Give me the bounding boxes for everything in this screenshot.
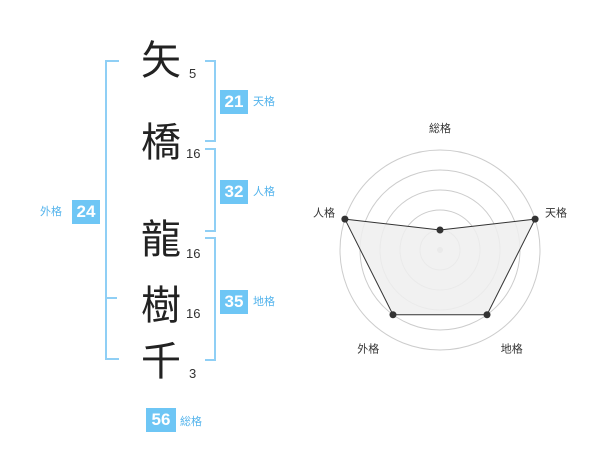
radar-point-5: [341, 215, 349, 223]
tenkaku-value-badge: 21: [220, 90, 248, 114]
name-char-5: 千: [141, 339, 181, 385]
name-char-3: 龍: [141, 217, 181, 263]
radar-grid-ring: [339, 149, 541, 351]
chikaku-value-badge: 35: [220, 290, 248, 314]
name-char-4: 樹: [141, 283, 181, 329]
chikaku-label: 地格: [253, 295, 275, 308]
chikaku-bracket: [205, 237, 216, 361]
stroke-count-3: 16: [186, 246, 201, 261]
tenkaku-label: 天格: [253, 95, 275, 108]
radar-axis-label: 地格: [501, 342, 523, 356]
soukaku-value-badge: 56: [146, 408, 176, 432]
radar-series-polygon: [344, 218, 536, 316]
radar-axis-label: 天格: [545, 205, 567, 219]
stroke-count-4: 16: [186, 306, 201, 321]
jinkaku-bracket: [205, 148, 216, 232]
radar-axis-label: 総格: [429, 121, 451, 135]
stroke-count-2: 16: [186, 146, 201, 161]
jinkaku-value-badge: 32: [220, 180, 248, 204]
tenkaku-bracket: [205, 60, 216, 142]
jinkaku-label: 人格: [253, 185, 275, 198]
outer-bracket-mid-tick: [105, 297, 117, 299]
radar-point-4: [389, 311, 397, 319]
stroke-count-5: 3: [189, 366, 197, 381]
name-char-2: 橋: [141, 120, 181, 166]
radar-points: [341, 215, 539, 319]
radar-axis-label: 外格: [357, 342, 379, 356]
stroke-count-1: 5: [189, 66, 197, 81]
gaikaku-label: 外格: [40, 205, 62, 218]
soukaku-label: 総格: [180, 415, 202, 428]
name-char-1: 矢: [141, 38, 181, 84]
radar-point-1: [436, 226, 444, 234]
gaikaku-value-badge: 24: [72, 200, 100, 224]
radar-point-3: [483, 311, 491, 319]
radar-point-2: [531, 215, 539, 223]
radar-axis-label: 人格: [313, 205, 335, 219]
outer-bracket: [105, 60, 119, 360]
